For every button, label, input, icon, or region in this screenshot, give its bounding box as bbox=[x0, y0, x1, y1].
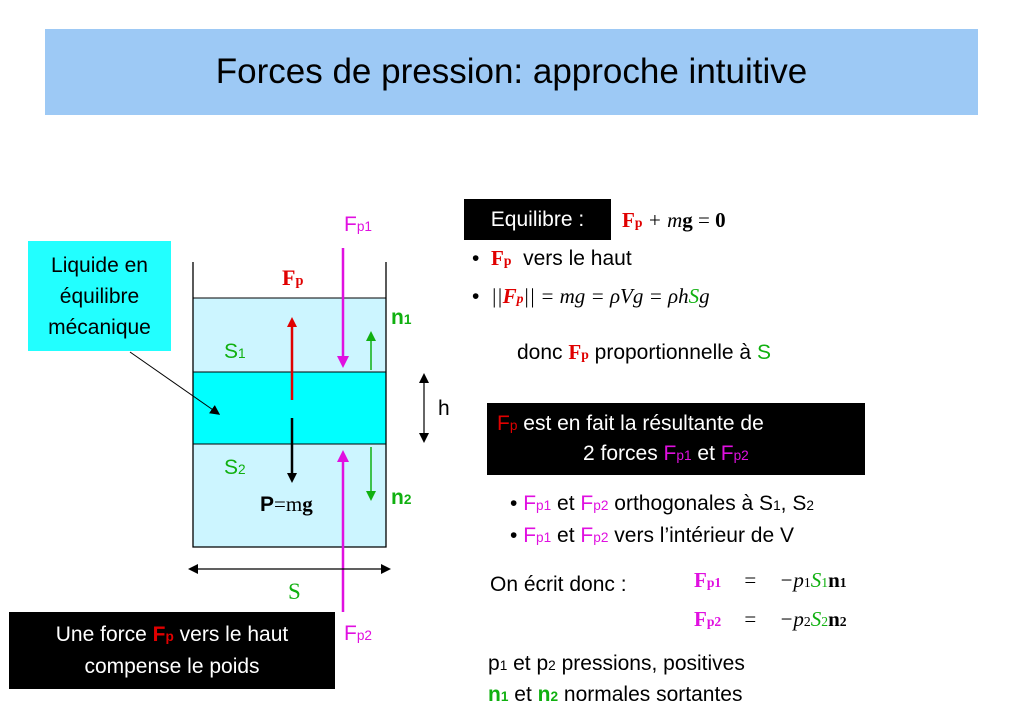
volume-slab bbox=[193, 372, 386, 444]
bullet-interieur: • Fp1 et Fp2 vers l’intérieur de V bbox=[510, 524, 795, 547]
bullet-norm: • ||Fp|| = mg = ρVg = ρhSg bbox=[472, 284, 710, 308]
label-fp1-top: Fp1 bbox=[344, 213, 373, 236]
label-fp2-bottom: Fp2 bbox=[344, 622, 373, 645]
label-s2: S2 bbox=[224, 456, 246, 479]
bottom-box-line-2: compense le poids bbox=[84, 655, 260, 678]
bottom-box-line-1: Une force Fp vers le haut bbox=[55, 623, 289, 646]
note-normales: n1 et n2 normales sortantes bbox=[488, 683, 743, 706]
label-h: h bbox=[438, 397, 450, 420]
callout-liquide: Liquide en équilibre mécanique bbox=[28, 241, 171, 351]
resultante-line-1: Fp est en fait la résultante de bbox=[497, 412, 764, 435]
resultante-box: Fp est en fait la résultante de 2 forces… bbox=[487, 403, 865, 475]
equilibre-box: Equilibre : bbox=[464, 199, 611, 240]
label-n1: n1 bbox=[391, 306, 412, 329]
label-s-width: S bbox=[288, 579, 301, 604]
equation-fp1: Fp1=−p1S1n1 bbox=[694, 568, 847, 592]
bullet-orthogonales: • Fp1 et Fp2 orthogonales à S1, S2 bbox=[510, 492, 814, 515]
label-fp-red: Fp bbox=[282, 265, 304, 290]
callout-line-3: mécanique bbox=[48, 316, 151, 339]
label-s1: S1 bbox=[224, 340, 246, 363]
label-p-mg: P=mg bbox=[260, 492, 313, 516]
container-outline bbox=[192, 262, 387, 548]
equation-fp2: Fp2=−p2S2n2 bbox=[694, 607, 847, 631]
callout-pointer bbox=[129, 351, 221, 415]
equilibre-equation: Fp + mg = 0 bbox=[622, 208, 726, 232]
on-ecrit-donc: On écrit donc : bbox=[490, 573, 627, 596]
page-title: Forces de pression: approche intuitive bbox=[215, 52, 808, 91]
callout-line-2: équilibre bbox=[59, 285, 140, 308]
title-bar: Forces de pression: approche intuitive bbox=[45, 29, 978, 115]
bottom-summary-box: Une force Fp vers le haut compense le po… bbox=[9, 612, 335, 689]
resultante-line-2: 2 forces Fp1 et Fp2 bbox=[583, 442, 749, 465]
label-n2: n2 bbox=[391, 486, 412, 509]
bullet-fp-up: • Fp vers le haut bbox=[472, 246, 632, 270]
donc-proportionnelle: donc Fp proportionnelle à S bbox=[517, 340, 771, 364]
note-pressions: p1 et p2 pressions, positives bbox=[488, 652, 745, 675]
callout-line-1: Liquide en bbox=[51, 254, 148, 277]
